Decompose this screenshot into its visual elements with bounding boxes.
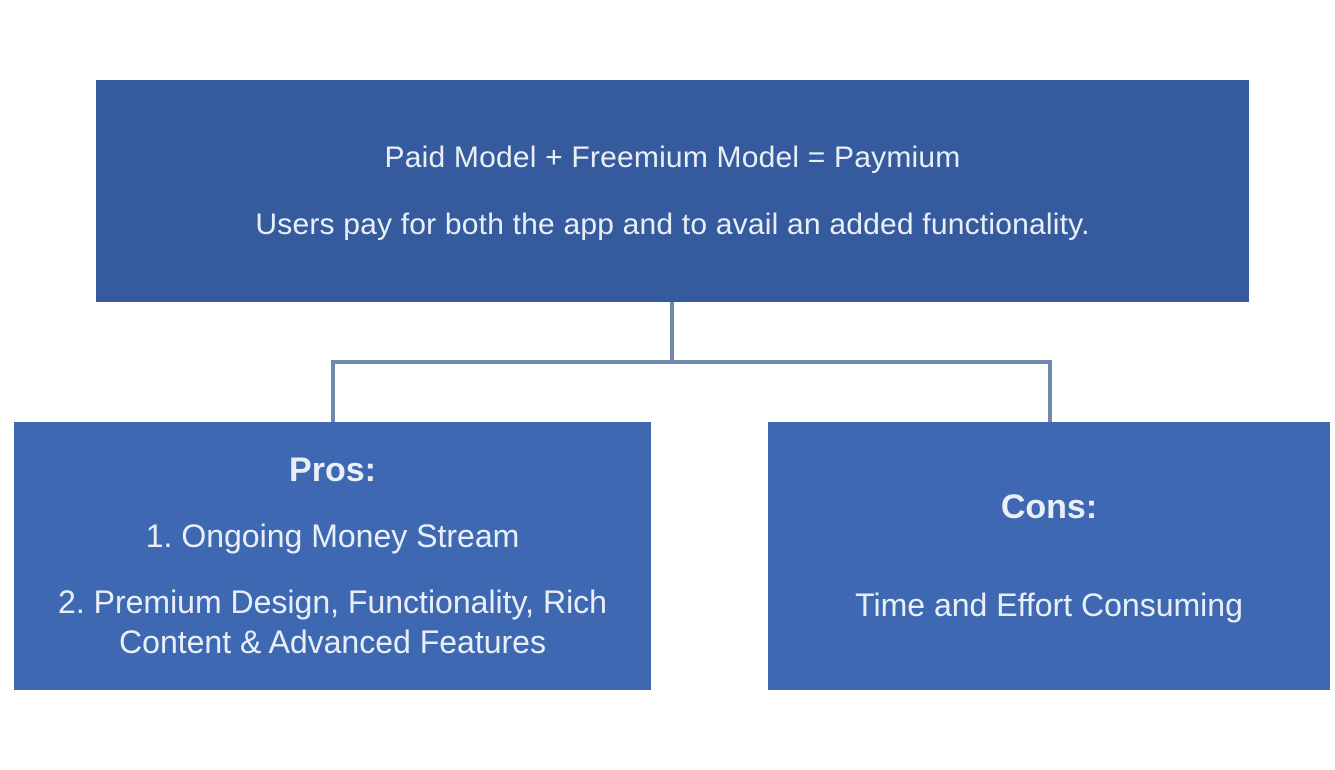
connector-right-drop: [1048, 360, 1052, 422]
pros-item: 2. Premium Design, Functionality, Rich C…: [58, 583, 607, 660]
cons-heading: Cons:: [1000, 487, 1098, 526]
root-node-line2: Users pay for both the app and to avail …: [255, 208, 1090, 241]
root-node-line1: Paid Model + Freemium Model = Paymium: [384, 140, 961, 174]
cons-node: Cons: Time and Effort Consuming: [768, 422, 1330, 690]
connector-crossbar: [331, 360, 1052, 364]
pros-node: Pros: 1. Ongoing Money Stream 2. Premium…: [14, 422, 651, 690]
pros-heading: Pros:: [289, 450, 376, 489]
connector-stem: [670, 302, 674, 362]
root-node: Paid Model + Freemium Model = Paymium Us…: [96, 80, 1249, 302]
connector-left-drop: [331, 360, 335, 422]
pros-item: 1. Ongoing Money Stream: [145, 517, 520, 554]
cons-item: Time and Effort Consuming: [855, 586, 1243, 623]
